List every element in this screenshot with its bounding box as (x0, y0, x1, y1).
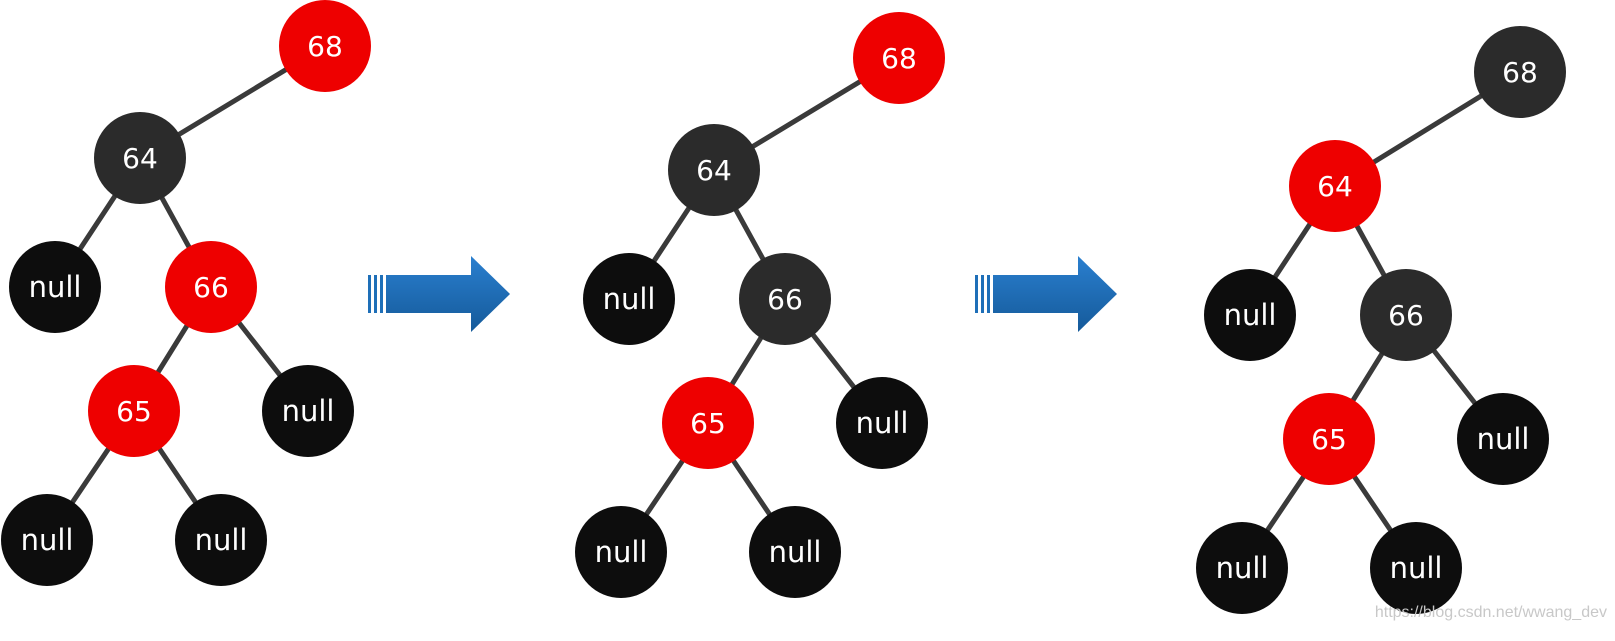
node-circle (165, 241, 257, 333)
node-circle (88, 365, 180, 457)
node-circle (1457, 393, 1549, 485)
node-circle (1370, 522, 1462, 614)
node-circle (1, 494, 93, 586)
tree-3-node-null-a: null (1204, 269, 1296, 361)
node-label: 65 (1311, 423, 1347, 456)
watermark: https://blog.csdn.net/wwang_dev (1374, 604, 1607, 621)
node-circle (262, 365, 354, 457)
node-circle (749, 506, 841, 598)
node-label: null (603, 282, 656, 316)
node-label: null (1390, 551, 1443, 585)
node-circle (739, 253, 831, 345)
node-label: 66 (1388, 299, 1424, 332)
node-label: null (195, 523, 248, 557)
tree-3-node-null-b: null (1457, 393, 1549, 485)
tree-1-node-null-c: null (1, 494, 93, 586)
tree-2-node-null-d: null (749, 506, 841, 598)
tree-3-node-64: 64 (1289, 140, 1381, 232)
node-circle (853, 12, 945, 104)
tree-1-node-64: 64 (94, 112, 186, 204)
node-label: 64 (696, 154, 732, 187)
node-circle (575, 506, 667, 598)
node-circle (9, 241, 101, 333)
node-label: 68 (1502, 56, 1538, 89)
tree-1-node-null-b: null (262, 365, 354, 457)
node-label: null (21, 523, 74, 557)
transition-arrow-2-icon (975, 256, 1117, 332)
node-circle (1204, 269, 1296, 361)
node-label: 68 (307, 30, 343, 63)
node-circle (583, 253, 675, 345)
node-label: null (29, 270, 82, 304)
tree-3-node-null-c: null (1196, 522, 1288, 614)
tree-3-node-66: 66 (1360, 269, 1452, 361)
node-circle (1289, 140, 1381, 232)
tree-1-node-65: 65 (88, 365, 180, 457)
node-label: null (856, 406, 909, 440)
node-circle (836, 377, 928, 469)
tree-2-node-66: 66 (739, 253, 831, 345)
tree-2-node-68: 68 (853, 12, 945, 104)
node-label: 68 (881, 42, 917, 75)
tree-2-node-64: 64 (668, 124, 760, 216)
tree-3-node-68: 68 (1474, 26, 1566, 118)
tree-2-node-null-c: null (575, 506, 667, 598)
node-circle (1474, 26, 1566, 118)
arrows-layer (368, 256, 1117, 332)
node-label: 65 (116, 395, 152, 428)
node-label: null (769, 535, 822, 569)
transition-arrow-1-icon (368, 256, 510, 332)
tree-3-node-null-d: null (1370, 522, 1462, 614)
node-circle (1196, 522, 1288, 614)
tree-1-node-68: 68 (279, 0, 371, 92)
node-circle (662, 377, 754, 469)
node-circle (279, 0, 371, 92)
node-circle (1283, 393, 1375, 485)
node-label: null (1224, 298, 1277, 332)
tree-3-node-65: 65 (1283, 393, 1375, 485)
tree-1-node-66: 66 (165, 241, 257, 333)
node-circle (175, 494, 267, 586)
node-circle (1360, 269, 1452, 361)
node-label: null (1477, 422, 1530, 456)
tree-2-node-null-a: null (583, 253, 675, 345)
node-label: 65 (690, 407, 726, 440)
node-label: 64 (1317, 170, 1353, 203)
node-label: null (282, 394, 335, 428)
node-label: 64 (122, 142, 158, 175)
node-label: null (1216, 551, 1269, 585)
node-label: 66 (767, 283, 803, 316)
node-label: null (595, 535, 648, 569)
node-circle (668, 124, 760, 216)
tree-2-node-null-b: null (836, 377, 928, 469)
tree-1-node-null-d: null (175, 494, 267, 586)
nodes-layer: 68 64 null 66 65 null null null 68 64 null 66 65 null… (1, 0, 1566, 614)
tree-1-node-null-a: null (9, 241, 101, 333)
tree-2-node-65: 65 (662, 377, 754, 469)
node-label: 66 (193, 271, 229, 304)
node-circle (94, 112, 186, 204)
